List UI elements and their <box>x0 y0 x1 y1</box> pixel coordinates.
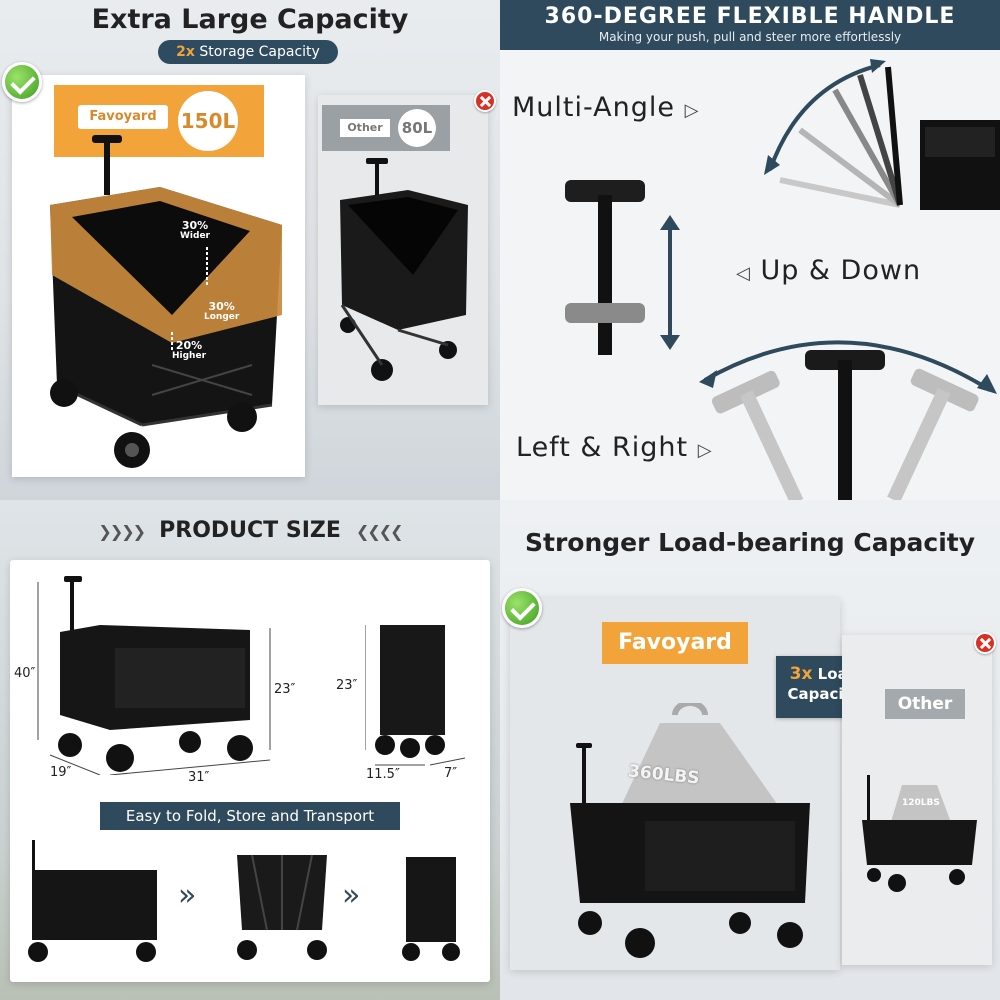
wagon-with-weight-illustration <box>570 703 810 958</box>
cross-icon <box>974 632 996 654</box>
longer-stat: 30% Longer <box>204 301 239 323</box>
left-right-text: Left & Right <box>516 432 689 463</box>
higher-stat: 20% Higher <box>172 340 206 362</box>
favoyard-volume: 150L <box>178 91 238 151</box>
wider-label: Wider <box>180 231 210 241</box>
product-size-heading: ❯❯❯❯ PRODUCT SIZE ❮❮❮❮ <box>0 518 500 543</box>
handle-panel: 360-DEGREE FLEXIBLE HANDLE Making your p… <box>500 0 1000 500</box>
chevrons-right-icon: ❯❯❯❯ <box>98 522 146 541</box>
width-dim: 19″ <box>50 765 72 780</box>
double-chevron-icon: » <box>178 878 197 913</box>
other-load-card: Other 120LBS <box>842 635 992 965</box>
folded-wagon-illustration <box>365 625 466 766</box>
favoyard-load-card: Favoyard 360LBS <box>510 598 840 970</box>
check-icon <box>502 588 542 628</box>
product-size-panel: ❯❯❯❯ PRODUCT SIZE ❮❮❮❮ 40″ 23″ 19″ 31″ <box>0 500 500 1000</box>
folded-width-dim: 7″ <box>444 766 458 781</box>
folded-height-dim: 23″ <box>336 678 358 693</box>
capacity-title: Extra Large Capacity <box>91 4 409 35</box>
folded-depth-dim: 11.5″ <box>366 767 400 782</box>
wider-value: 30% <box>181 219 209 232</box>
higher-value: 20% <box>175 339 203 352</box>
body-height-dim: 23″ <box>274 682 296 697</box>
other-brand-tag: Other <box>340 119 390 137</box>
favoyard-load-brand: Favoyard <box>602 622 748 664</box>
other-volume-header: Other 80L <box>322 105 450 151</box>
favoyard-volume-header: Favoyard 150L <box>54 85 264 157</box>
length-dim: 31″ <box>188 770 210 785</box>
storage-badge-text: Storage Capacity <box>199 44 320 60</box>
multi-angle-illustration <box>764 59 1000 210</box>
open-wagon-illustration <box>37 576 271 775</box>
fold-step-open-illustration <box>28 840 157 962</box>
fold-step-half-illustration <box>237 854 327 960</box>
storage-badge-accent: 2x <box>176 44 195 60</box>
up-down-illustration <box>565 180 680 355</box>
product-size-title: PRODUCT SIZE <box>159 518 341 543</box>
longer-label: Longer <box>204 312 240 322</box>
capacity-panel: Extra Large Capacity 2x Storage Capacity… <box>0 0 500 500</box>
up-down-text: Up & Down <box>760 255 922 286</box>
handle-subtitle: Making your push, pull and steer more ef… <box>598 30 902 44</box>
total-height-dim: 40″ <box>14 666 36 681</box>
load-capacity-title: Stronger Load-bearing Capacity <box>524 528 976 557</box>
left-right-illustration <box>699 340 997 500</box>
left-right-label: Left & Right ▷ <box>516 432 713 463</box>
handle-title: 360-DEGREE FLEXIBLE HANDLE <box>544 4 956 29</box>
storage-badge: 2x Storage Capacity <box>158 40 338 64</box>
multi-angle-text: Multi-Angle <box>512 92 675 123</box>
triangle-left-icon: ◁ <box>736 263 751 284</box>
favoyard-capacity-card: Favoyard 150L 30% <box>12 75 305 477</box>
up-down-label: ◁ Up & Down <box>736 255 921 286</box>
wider-stat: 30% Wider <box>180 220 210 242</box>
longer-value: 30% <box>208 300 235 313</box>
fold-step-closed-illustration <box>402 857 460 961</box>
multi-angle-label: Multi-Angle ▷ <box>512 92 699 123</box>
triangle-right-icon: ▷ <box>684 100 700 121</box>
other-capacity-card: Other 80L <box>318 95 488 405</box>
handle-banner: 360-DEGREE FLEXIBLE HANDLE Making your p… <box>500 0 1000 50</box>
chevrons-left-icon: ❮❮❮❮ <box>355 522 404 541</box>
other-wagon-illustration <box>862 775 977 892</box>
favoyard-brand-tag: Favoyard <box>78 105 168 129</box>
triangle-right-icon: ▷ <box>697 440 713 461</box>
double-chevron-icon: » <box>342 878 361 913</box>
small-wagon-illustration <box>340 158 468 381</box>
large-wagon-illustration <box>50 135 282 468</box>
load-multiplier-accent: 3x <box>789 664 813 684</box>
load-capacity-panel: Stronger Load-bearing Capacity Favoyard … <box>500 500 1000 1000</box>
check-icon <box>2 62 42 102</box>
size-card: 40″ 23″ 19″ 31″ 23″ 11.5″ 7″ Easy to Fol… <box>10 560 490 982</box>
fold-banner: Easy to Fold, Store and Transport <box>100 802 400 830</box>
other-load-brand: Other <box>885 689 965 719</box>
other-volume: 80L <box>398 109 436 147</box>
cross-icon <box>474 90 496 112</box>
higher-label: Higher <box>172 351 207 361</box>
other-weight-label: 120LBS <box>902 798 940 808</box>
